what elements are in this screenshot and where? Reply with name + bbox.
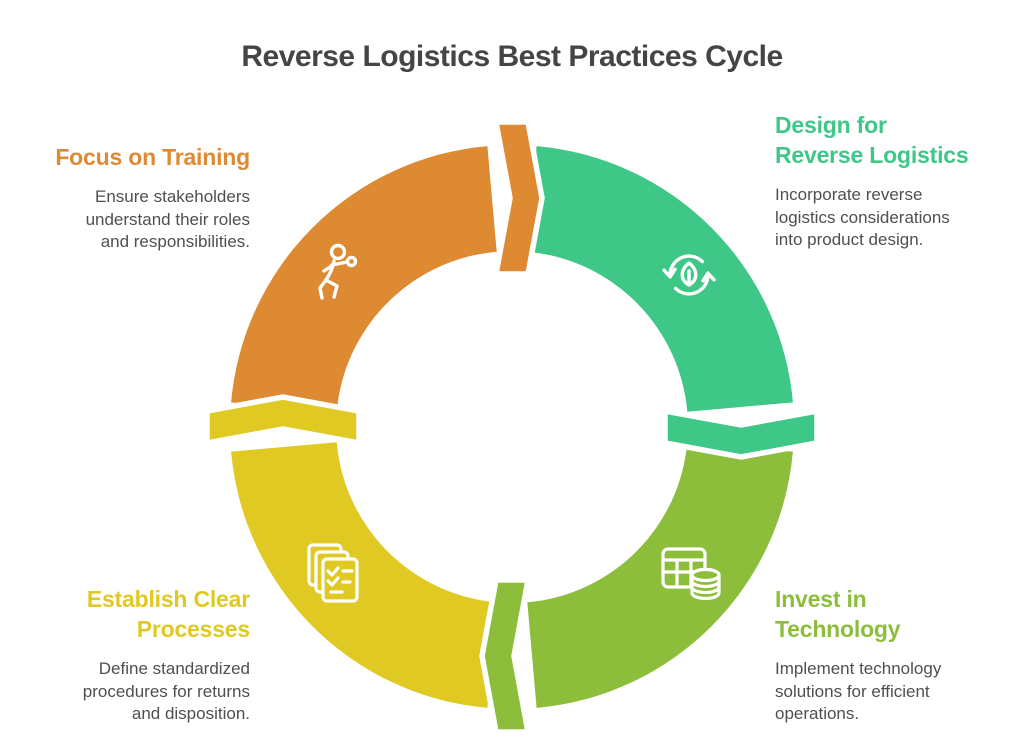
step-block-training: Focus on Training Ensure stakeholders un… <box>18 142 250 254</box>
segment-arc-technology <box>527 442 793 708</box>
segment-arc-design <box>527 146 793 412</box>
step-body-design: Incorporate reverse logistics considerat… <box>775 185 950 249</box>
segment-arc-processes <box>231 442 497 708</box>
checklist-documents-icon <box>307 543 359 603</box>
step-block-design: Design for Reverse Logistics Incorporate… <box>775 110 1007 252</box>
chevron-technology-to-processes-icon <box>479 577 532 735</box>
cycle-diagram <box>204 119 820 735</box>
data-table-database-icon <box>661 547 721 601</box>
step-heading-design: Design for Reverse Logistics <box>775 112 969 168</box>
training-person-icon <box>318 243 358 300</box>
step-block-processes: Establish Clear Processes Define standar… <box>18 584 250 726</box>
step-heading-processes: Establish Clear Processes <box>86 586 250 642</box>
step-block-technology: Invest in Technology Implement technolog… <box>775 584 1007 726</box>
segment-arc-training <box>231 146 497 412</box>
step-body-training: Ensure stakeholders understand their rol… <box>85 187 250 251</box>
chevron-design-to-technology-icon <box>662 407 820 460</box>
step-body-technology: Implement technology solutions for effic… <box>775 659 942 723</box>
step-heading-training: Focus on Training <box>55 144 250 170</box>
chevron-training-to-design-icon <box>492 119 545 277</box>
chevron-processes-to-training-icon <box>204 394 362 447</box>
step-body-processes: Define standardized procedures for retur… <box>82 659 250 723</box>
page-title: Reverse Logistics Best Practices Cycle <box>241 40 783 73</box>
leaf-recycle-icon <box>662 254 716 296</box>
step-heading-technology: Invest in Technology <box>775 586 901 642</box>
